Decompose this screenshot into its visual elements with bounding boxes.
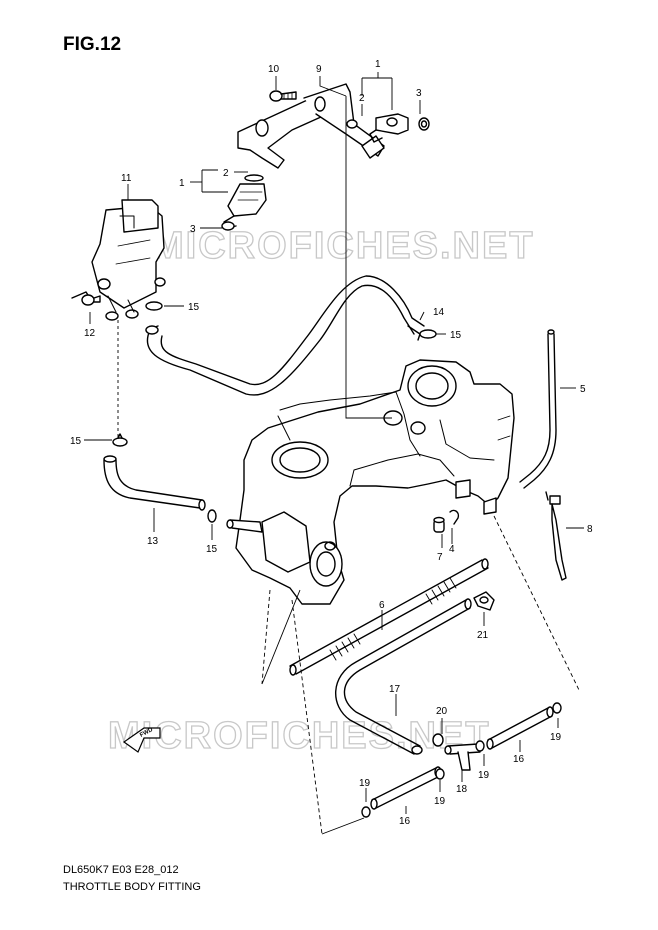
callout-19-mid: 19 xyxy=(478,770,490,781)
leader-lines xyxy=(84,72,584,835)
callout-7: 7 xyxy=(437,552,443,563)
clip-15-lower-left xyxy=(112,433,128,447)
callout-8: 8 xyxy=(587,524,593,535)
fuel-rail xyxy=(237,83,385,169)
figure-name: THROTTLE BODY FITTING xyxy=(63,881,201,893)
callout-4: 4 xyxy=(449,544,455,555)
clip-4 xyxy=(449,509,460,525)
clamp-8 xyxy=(545,491,567,581)
hose-5 xyxy=(519,329,557,489)
clip-15-upper xyxy=(145,301,163,311)
clip-19-bottom-a xyxy=(435,768,445,780)
callout-20: 20 xyxy=(436,706,448,717)
callout-16-right: 16 xyxy=(513,754,525,765)
fwd-arrow-icon: FWD xyxy=(122,727,161,753)
callout-10: 10 xyxy=(268,64,280,75)
callout-15-hose: 15 xyxy=(450,330,462,341)
callout-11: 11 xyxy=(121,173,132,184)
callout-9: 9 xyxy=(316,64,322,75)
callout-19-bottom-left: 19 xyxy=(359,778,371,789)
clip-20 xyxy=(432,733,444,747)
callout-2-top: 2 xyxy=(359,93,365,104)
watermark-top: MICROFICHES.NET xyxy=(152,225,535,267)
callout-6: 6 xyxy=(379,600,385,611)
callout-15-lower: 15 xyxy=(206,544,218,555)
clip-19-right-a xyxy=(475,740,485,752)
injector-top xyxy=(346,113,430,143)
pipe-6 xyxy=(289,558,489,676)
valve-assembly-11 xyxy=(91,199,166,321)
callout-19-bottom: 19 xyxy=(434,796,446,807)
hose-13 xyxy=(103,455,206,511)
callout-14: 14 xyxy=(433,307,445,318)
callout-15-valve: 15 xyxy=(188,302,200,313)
hose-16-right xyxy=(486,706,554,750)
hose-16-bottom xyxy=(370,766,442,810)
throttle-body xyxy=(226,359,515,605)
callout-19-right: 19 xyxy=(550,732,562,743)
injector-left xyxy=(221,174,267,231)
callout-15-left: 15 xyxy=(70,436,82,447)
watermark-group: MICROFICHES.NET MICROFICHES.NET xyxy=(107,224,535,757)
callout-3-top: 3 xyxy=(416,88,422,99)
callout-2-left: 2 xyxy=(223,168,229,179)
callout-21: 21 xyxy=(477,630,489,641)
callout-labels: 1 2 3 10 9 2 1 3 11 12 15 14 15 5 15 13 … xyxy=(70,59,593,827)
clip-15-hose xyxy=(419,329,437,339)
watermark-bottom: MICROFICHES.NET xyxy=(108,715,491,757)
cap-7 xyxy=(433,516,445,533)
bolt-10 xyxy=(269,90,297,102)
clamp-21 xyxy=(473,591,495,611)
figure-title: FIG.12 xyxy=(63,34,122,55)
bolt-12 xyxy=(71,291,101,306)
clip-19-bottom-b xyxy=(361,806,371,818)
hose-17 xyxy=(335,598,472,755)
callout-5: 5 xyxy=(580,384,586,395)
callout-12: 12 xyxy=(84,328,96,339)
callout-1-left: 1 xyxy=(179,178,185,189)
callout-18: 18 xyxy=(456,784,468,795)
callout-16-bottom: 16 xyxy=(399,816,411,827)
hose-14 xyxy=(145,275,425,396)
tee-joint-18 xyxy=(444,743,481,771)
callout-19-bottom-left-group: 19 xyxy=(359,778,371,789)
clip-15-lower-right xyxy=(207,509,217,523)
callout-1-top: 1 xyxy=(375,59,381,70)
clip-19-right-b xyxy=(552,702,562,714)
callout-17: 17 xyxy=(389,684,401,695)
callout-13: 13 xyxy=(147,536,159,547)
figure-code: DL650K7 E03 E28_012 xyxy=(63,864,179,876)
callout-3-left: 3 xyxy=(190,224,196,235)
